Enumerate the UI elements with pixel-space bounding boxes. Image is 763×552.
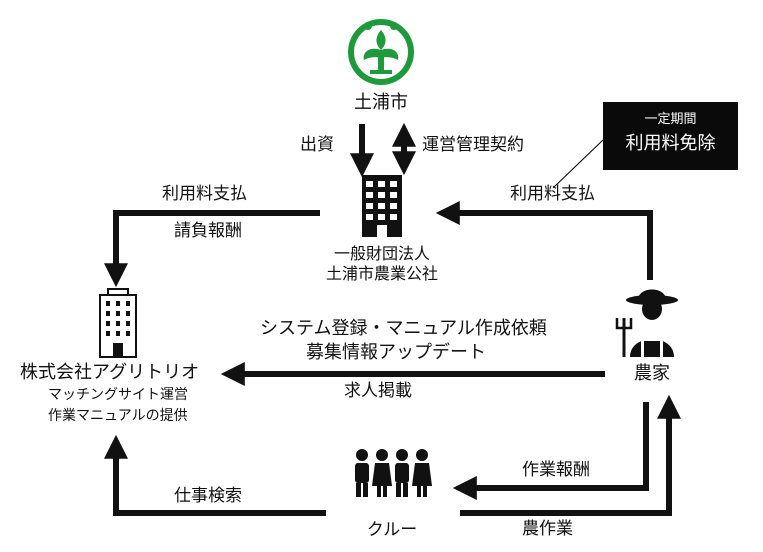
edge-label-foundation-fee: 利用料支払 bbox=[162, 184, 247, 204]
company-name: 株式会社アグリトリオ bbox=[20, 362, 200, 383]
foundation-label-line2: 土浦市農業公社 bbox=[325, 264, 439, 283]
note-exemption-text: 利用料免除 bbox=[625, 133, 716, 154]
note-period-text: 一定期間 bbox=[644, 112, 697, 127]
arrow-farmer-to-foundation bbox=[435, 201, 653, 280]
edge-label-contract-reward: 請負報酬 bbox=[174, 221, 242, 241]
arrow-crew-to-farmer bbox=[460, 394, 681, 516]
tower-building-icon bbox=[99, 288, 137, 358]
crew-people-icon bbox=[355, 449, 432, 497]
company-service-manual: 作業マニュアルの提供 bbox=[48, 408, 188, 424]
arrow-crew-to-company bbox=[104, 434, 326, 516]
note-pointer-line bbox=[552, 139, 604, 189]
farmer-label: 農家 bbox=[634, 363, 670, 384]
farmer-icon bbox=[615, 289, 678, 357]
edge-label-farmer-fee: 利用料支払 bbox=[510, 184, 595, 204]
edge-label-farm-work: 農作業 bbox=[522, 519, 573, 539]
edge-label-recruit-update: 募集情報アップデート bbox=[306, 342, 486, 363]
office-building-icon bbox=[362, 175, 402, 237]
edge-label-job-search: 仕事検索 bbox=[174, 486, 242, 506]
edge-label-job-listing: 求人掲載 bbox=[344, 381, 412, 401]
city-emblem-icon bbox=[348, 19, 414, 85]
edge-label-work-reward: 作業報酬 bbox=[522, 460, 590, 480]
edge-label-investment: 出資 bbox=[300, 135, 334, 155]
arrow-foundation-to-company bbox=[104, 210, 320, 288]
edge-label-contract: 運営管理契約 bbox=[422, 135, 524, 155]
fee-exemption-note: 一定期間 利用料免除 bbox=[603, 102, 738, 170]
crew-label: クルー bbox=[366, 520, 418, 540]
foundation-label-line1: 一般財団法人 bbox=[333, 244, 431, 263]
edge-label-registration-request: システム登録・マニュアル作成依頼 bbox=[260, 318, 547, 339]
city-label: 土浦市 bbox=[354, 92, 408, 113]
company-service-matching: マッチングサイト運営 bbox=[48, 387, 188, 403]
arrow-farmer-to-crew bbox=[452, 402, 649, 500]
